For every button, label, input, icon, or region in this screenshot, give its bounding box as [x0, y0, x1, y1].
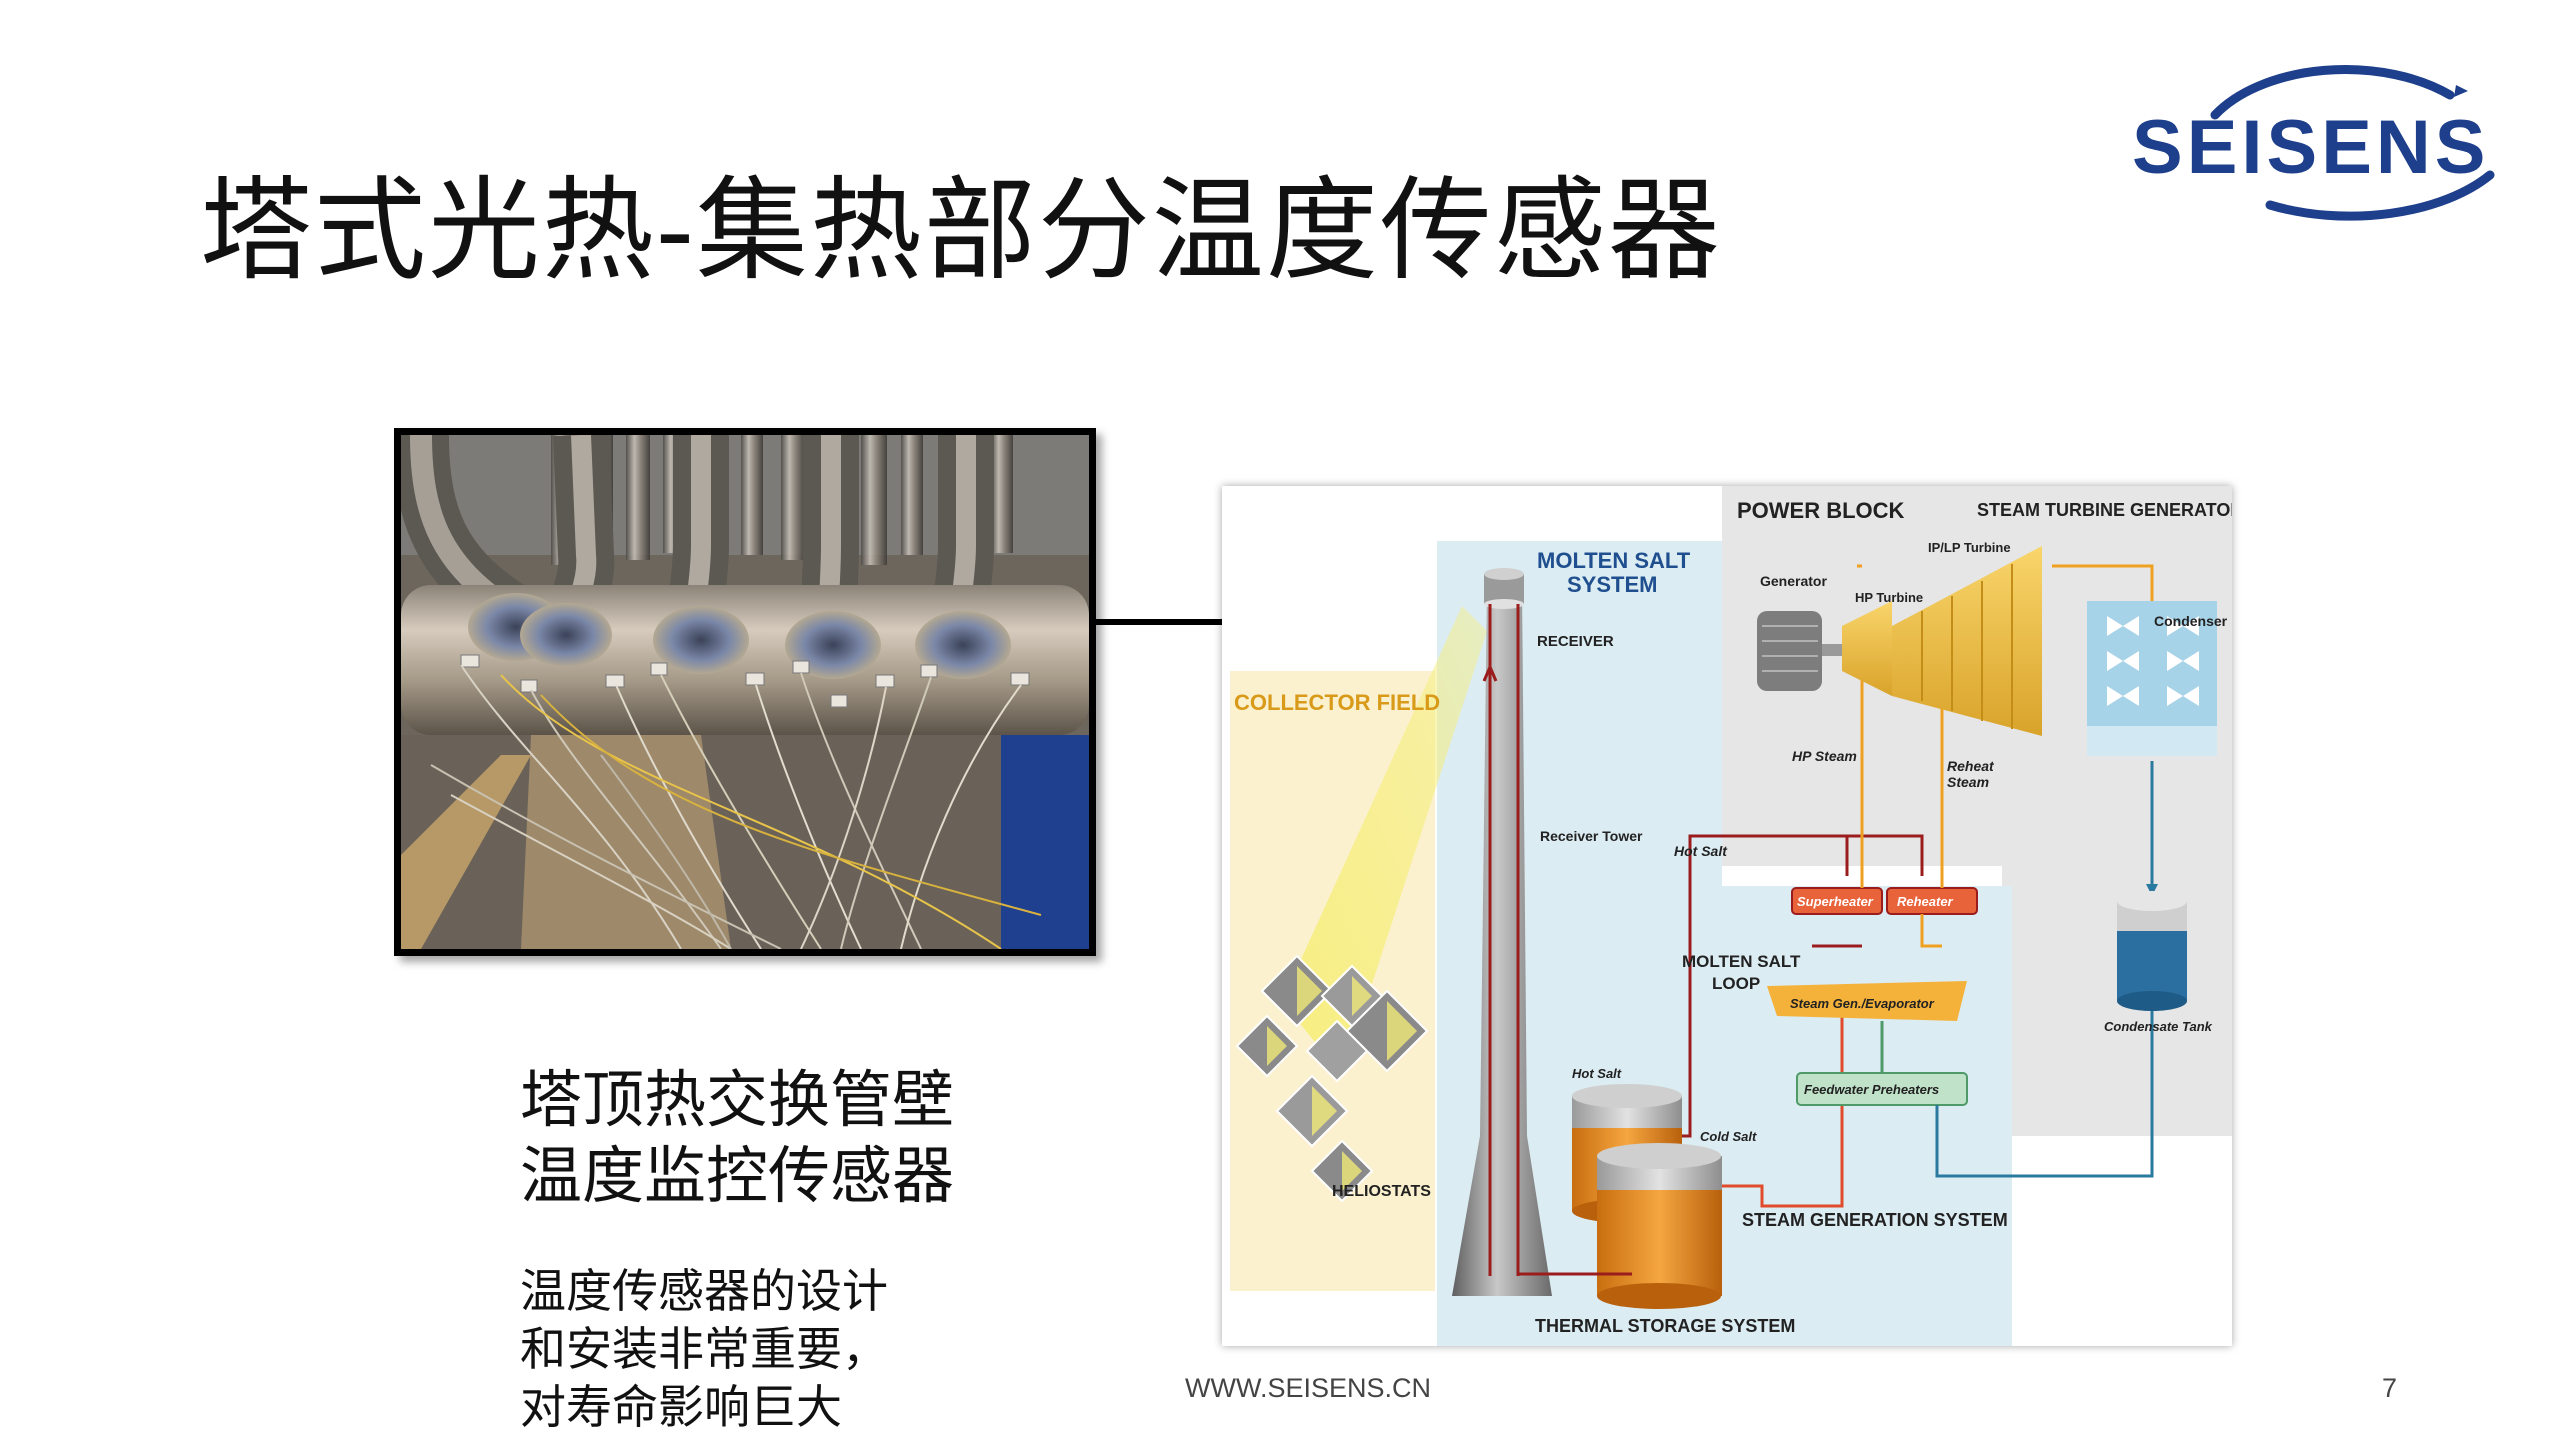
label-condensate-tank: Condensate Tank	[2104, 1019, 2213, 1034]
footer-url: WWW.SEISENS.CN	[1185, 1373, 1432, 1403]
label-hot-salt-top: Hot Salt	[1674, 843, 1728, 859]
note-line-2: 和安装非常重要，	[520, 1322, 888, 1376]
label-heliostats: HELIOSTATS	[1332, 1183, 1431, 1200]
label-hot-salt-bottom: Hot Salt	[1572, 1066, 1622, 1081]
label-receiver-tower: Receiver Tower	[1540, 828, 1643, 844]
caption-line-2: 温度监控传感器	[520, 1139, 955, 1212]
label-superheater: Superheater	[1797, 894, 1874, 909]
seisens-logo: SEISENS	[2120, 55, 2540, 245]
label-steam-gen: Steam Gen./Evaporator	[1790, 996, 1935, 1011]
page-number: 7	[2382, 1373, 2398, 1403]
label-molten-salt-system-1: MOLTEN SALT	[1537, 548, 1691, 573]
label-hp-turbine: HP Turbine	[1855, 590, 1923, 605]
label-hp-steam: HP Steam	[1792, 748, 1857, 764]
label-thermal-storage-system: THERMAL STORAGE SYSTEM	[1535, 1316, 1795, 1336]
label-condenser-text: Condenser	[2154, 613, 2228, 629]
label-steam-generation-system: STEAM GENERATION SYSTEM	[1742, 1210, 2008, 1230]
label-receiver: RECEIVER	[1537, 633, 1614, 650]
label-ip-lp-turbine: IP/LP Turbine	[1928, 540, 2011, 555]
page-title: 塔式光热-集热部分温度传感器	[200, 166, 1722, 296]
label-molten-salt-system-2: SYSTEM	[1567, 572, 1657, 597]
label-power-block: POWER BLOCK	[1737, 498, 1905, 523]
label-molten-salt-loop-1: MOLTEN SALT	[1682, 952, 1801, 971]
csp-tower-diagram: POWER BLOCK STEAM TURBINE GENERATOR MOLT…	[1222, 486, 2243, 1346]
label-molten-salt-loop-2: LOOP	[1712, 974, 1760, 993]
label-collector-field: COLLECTOR FIELD	[1234, 690, 1440, 715]
label-generator: Generator	[1760, 573, 1827, 589]
label-reheater: Reheater	[1897, 894, 1954, 909]
label-reheat-2: Steam	[1947, 774, 1989, 790]
label-cold-salt: Cold Salt	[1700, 1129, 1757, 1144]
logo-text: SEISENS	[2132, 105, 2489, 190]
label-steam-turbine-generator: STEAM TURBINE GENERATOR	[1977, 500, 2232, 520]
label-feedwater-preheaters: Feedwater Preheaters	[1804, 1082, 1939, 1097]
label-reheat-1: Reheat	[1947, 758, 1995, 774]
heat-exchanger-photo	[394, 428, 1096, 956]
caption-line-1: 塔顶热交换管壁	[520, 1063, 955, 1136]
note-line-3: 对寿命影响巨大	[520, 1380, 842, 1434]
note-line-1: 温度传感器的设计	[520, 1264, 888, 1318]
